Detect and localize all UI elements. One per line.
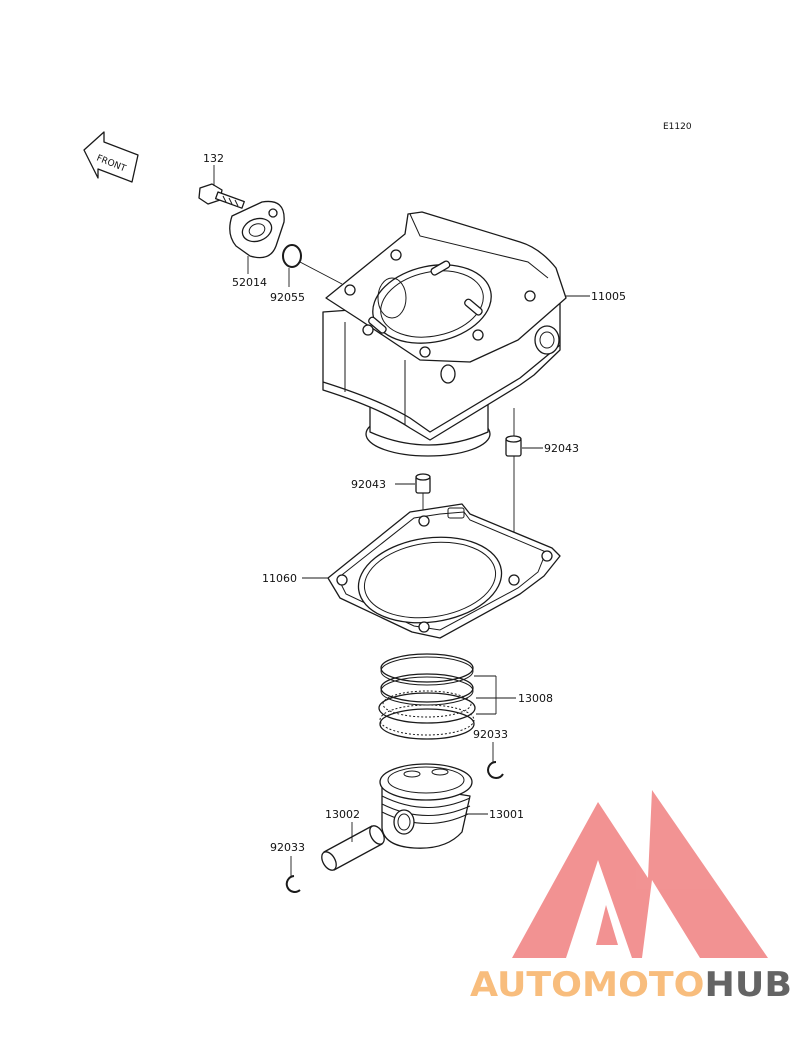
piston-pin-13002 [321, 825, 385, 871]
label-11060: 11060 [262, 572, 297, 585]
label-13002: 13002 [325, 808, 360, 821]
circlip-92033-upper [487, 761, 504, 779]
label-13001: 13001 [489, 808, 524, 821]
piston-ring-set-13008 [378, 653, 476, 740]
label-92043-lower: 92043 [351, 478, 386, 491]
brand-text-hub: HUB [705, 965, 792, 1005]
front-arrow-icon: FRONT [83, 131, 139, 183]
brand-text-automoto: AUTOMOTO [470, 965, 705, 1005]
label-132: 132 [203, 152, 224, 165]
label-92055: 92055 [270, 291, 305, 304]
diagram-code: E1120 [663, 122, 692, 132]
label-92033-lower: 92033 [270, 841, 305, 854]
gasket-11060 [327, 503, 561, 639]
label-11005: 11005 [591, 290, 626, 303]
label-13008: 13008 [518, 692, 553, 705]
bolt-132 [198, 183, 245, 209]
cylinder-11005 [322, 211, 567, 457]
o-ring-92055 [282, 244, 302, 268]
label-52014: 52014 [232, 276, 267, 289]
piston-13001 [379, 763, 473, 849]
circlip-92033-lower [285, 875, 301, 893]
dowel-92043-upper [505, 435, 522, 457]
label-92033-upper: 92033 [473, 728, 508, 741]
dowel-92043-lower [415, 473, 431, 494]
label-92043-upper: 92043 [544, 442, 579, 455]
cover-52014 [229, 200, 285, 259]
